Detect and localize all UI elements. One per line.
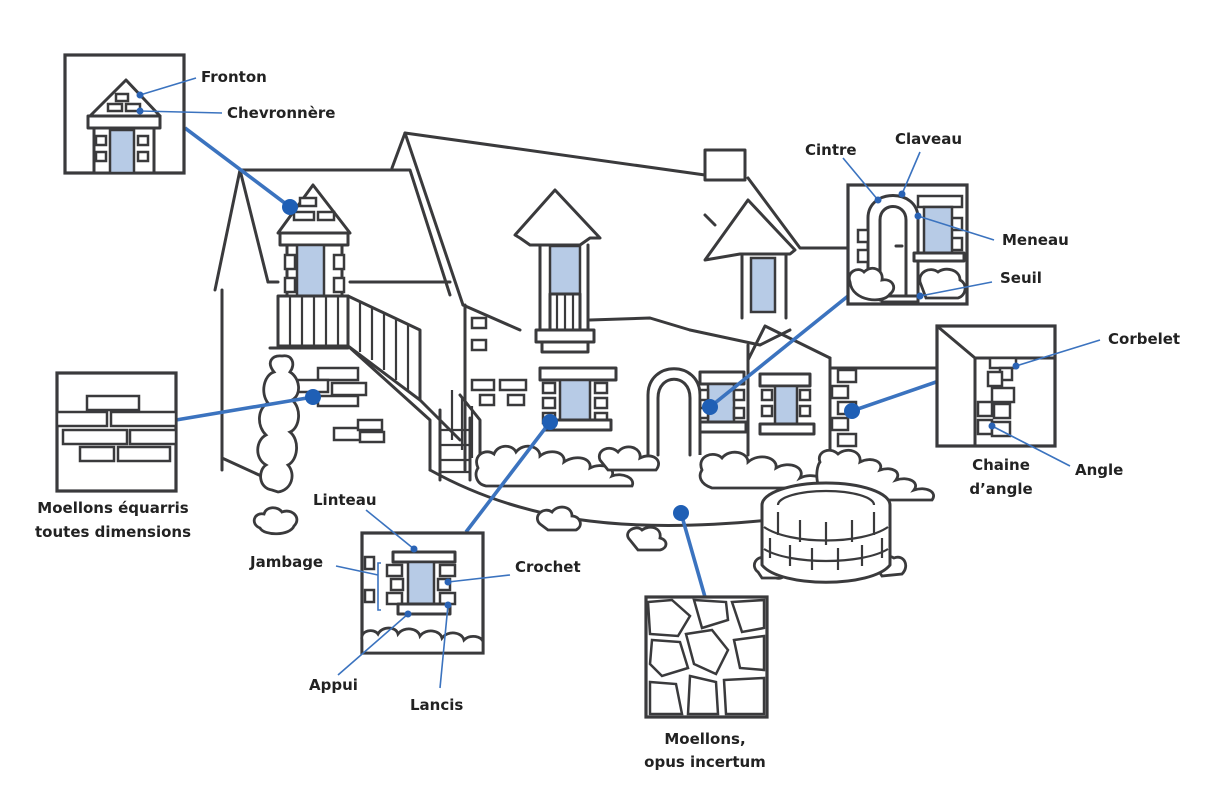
label-corbelet: Corbelet <box>1108 330 1180 348</box>
detail-window <box>335 509 511 689</box>
label-crochet: Crochet <box>515 558 581 576</box>
label-fronton: Fronton <box>201 68 267 86</box>
label-linteau: Linteau <box>313 491 377 509</box>
detail-door <box>842 151 995 306</box>
door-marker <box>702 399 718 415</box>
house <box>213 131 942 584</box>
label-chaine-line1: Chaine <box>972 456 1030 474</box>
label-chevronnere: Chevronnère <box>227 104 335 122</box>
opus-marker <box>673 505 689 521</box>
well <box>760 481 892 584</box>
detail-moellons-equarris <box>55 371 178 493</box>
label-moellons-equarris-line2: toutes dimensions <box>35 523 191 541</box>
callout-leaders <box>175 126 937 598</box>
detail-chaine-angle <box>935 324 1101 467</box>
label-jambage: Jambage <box>249 553 323 571</box>
label-chaine-line2: d’angle <box>969 480 1032 498</box>
label-appui: Appui <box>309 676 358 694</box>
label-moellons-equarris-line1: Moellons équarris <box>37 499 188 517</box>
labels: Fronton Chevronnère Cintre Claveau Menea… <box>35 68 1180 771</box>
label-cintre: Cintre <box>805 141 857 159</box>
label-meneau: Meneau <box>1002 231 1069 249</box>
detail-fronton <box>63 53 223 175</box>
detail-opus-incertum <box>644 595 769 719</box>
fronton-marker <box>282 199 298 215</box>
label-angle: Angle <box>1075 461 1123 479</box>
label-seuil: Seuil <box>1000 269 1042 287</box>
label-opus-line2: opus incertum <box>644 753 766 771</box>
label-lancis: Lancis <box>410 696 463 714</box>
window-marker <box>542 414 558 430</box>
chaine-marker <box>844 403 860 419</box>
label-opus-line1: Moellons, <box>664 730 745 748</box>
label-claveau: Claveau <box>895 130 962 148</box>
moellons-equarris-marker <box>305 389 321 405</box>
